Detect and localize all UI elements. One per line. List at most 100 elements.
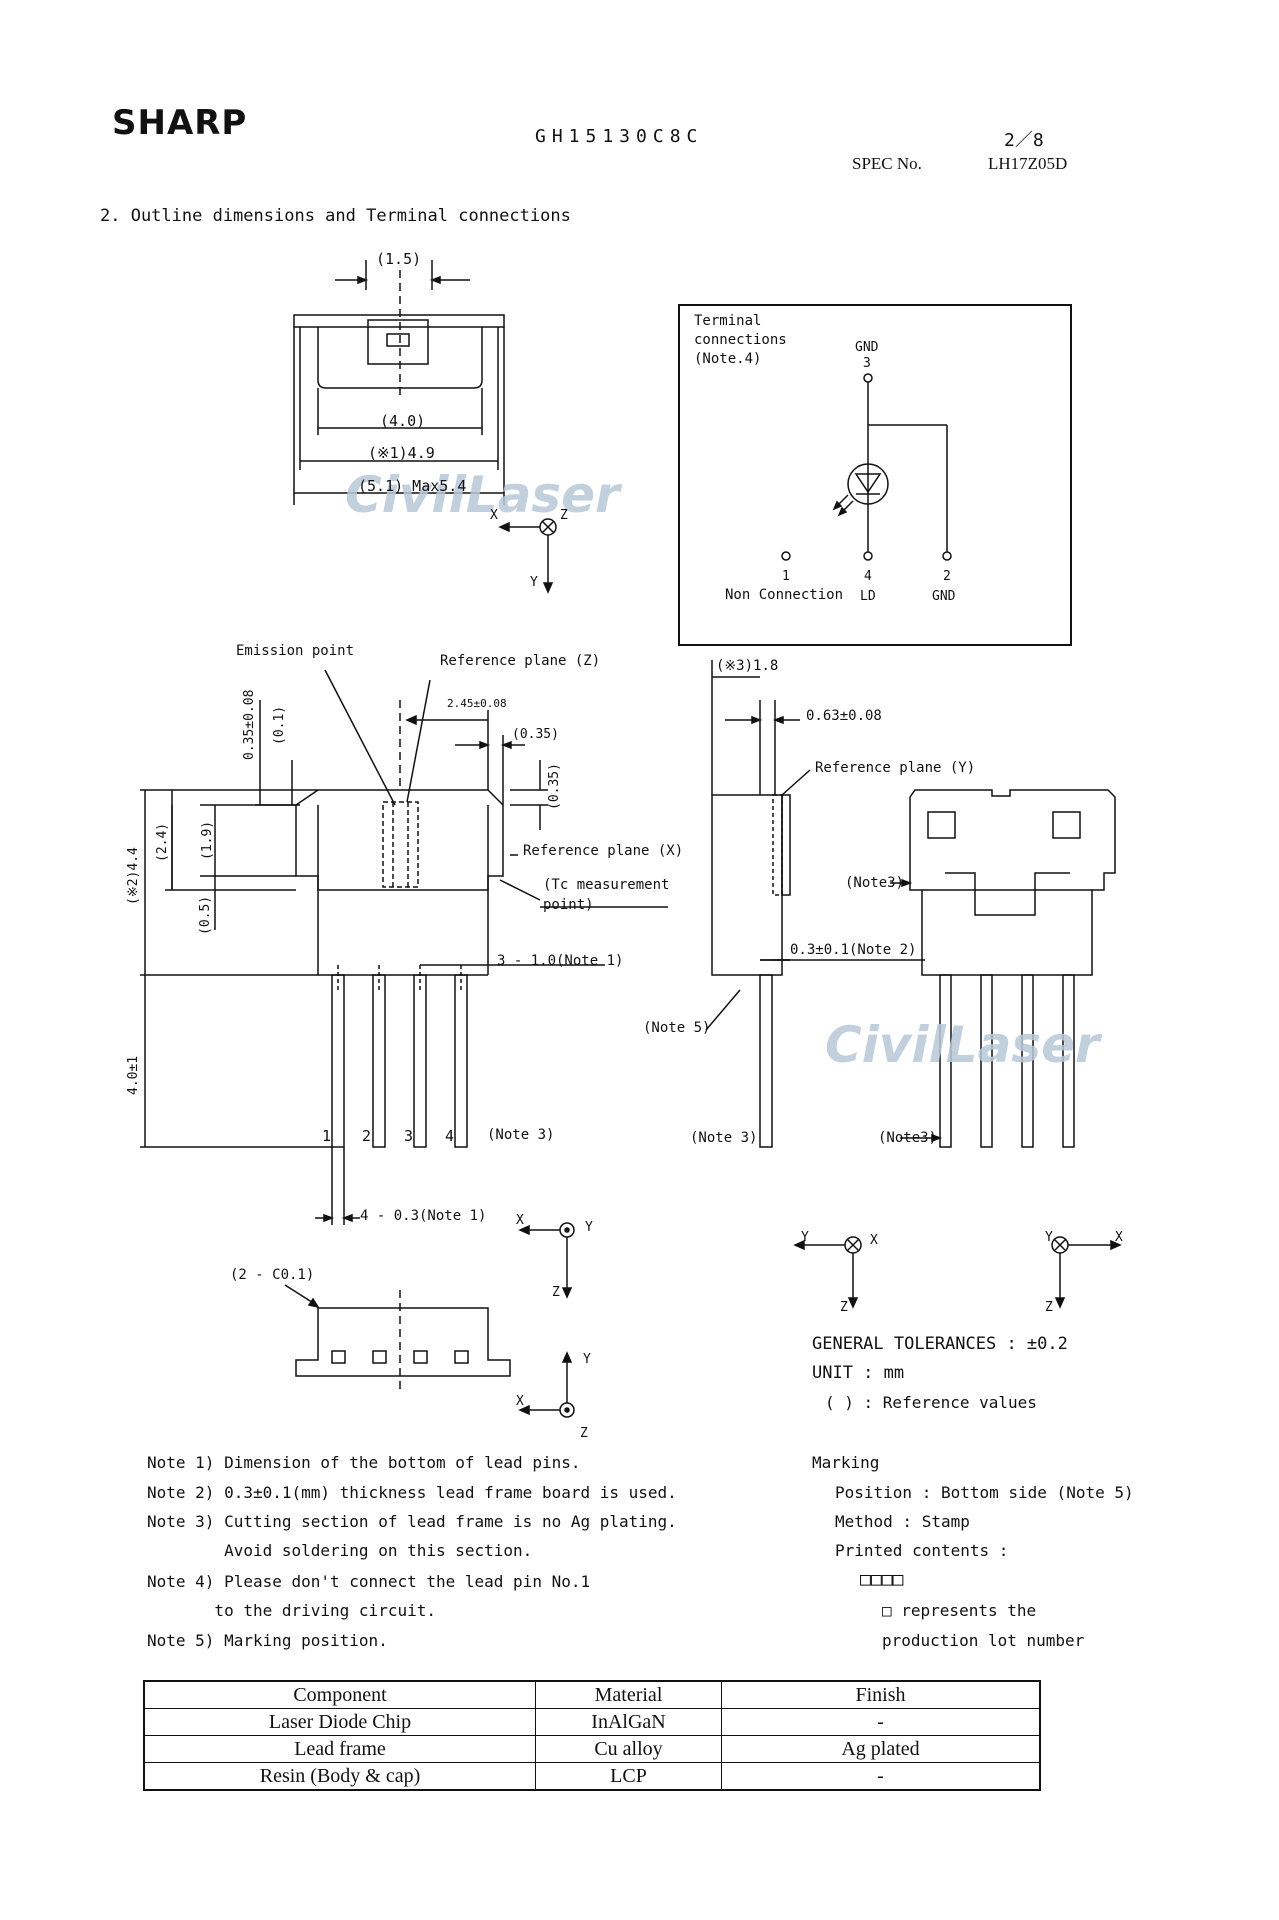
- reference-legend: ( ) : Reference values: [825, 1393, 1037, 1412]
- axis-label: X: [870, 1233, 878, 1248]
- callout: Reference plane (Y): [815, 760, 976, 776]
- callout: (Note3): [878, 1130, 938, 1146]
- axis-label: Y: [583, 1352, 591, 1367]
- section-title: 2. Outline dimensions and Terminal conne…: [100, 206, 571, 226]
- front-view: [140, 669, 668, 1299]
- note: Avoid soldering on this section.: [147, 1541, 533, 1560]
- pin-number: 3: [404, 1127, 414, 1145]
- dim-label: 0.3±0.1(Note 2): [790, 942, 917, 958]
- dim-label: 3 - 1.0(Note 1): [497, 953, 624, 969]
- table-cell: LCP: [535, 1762, 722, 1791]
- marking-legend: production lot number: [882, 1631, 1085, 1650]
- table-cell: Resin (Body & cap): [143, 1762, 536, 1791]
- table-row: Laser Diode Chip InAlGaN -: [143, 1708, 1041, 1736]
- marking-printed: Printed contents :: [835, 1541, 1009, 1560]
- axis-label: Z: [552, 1285, 560, 1300]
- table-cell: Lead frame: [143, 1735, 536, 1763]
- axis-label: Y: [585, 1220, 593, 1235]
- axis-label: Z: [560, 508, 568, 523]
- callout: Emission point: [236, 643, 355, 659]
- callout: Reference plane (X): [523, 843, 684, 859]
- dim-label: 4.0±1: [126, 1055, 141, 1095]
- table-cell: InAlGaN: [535, 1708, 722, 1736]
- pin-label: GND: [855, 340, 879, 355]
- table-cell: Laser Diode Chip: [143, 1708, 536, 1736]
- note: Note 1) Dimension of the bottom of lead …: [147, 1453, 581, 1472]
- spec-number: LH17Z05D: [988, 154, 1068, 173]
- dim-label: (0.5): [198, 895, 213, 935]
- dim-label: 4 - 0.3(Note 1): [360, 1208, 487, 1224]
- table-cell: Ag plated: [721, 1735, 1041, 1763]
- marking-title: Marking: [812, 1453, 880, 1472]
- axis-label: Y: [1045, 1230, 1053, 1245]
- dim-label: (※1)4.9: [368, 444, 435, 462]
- watermark: CivilLaser: [825, 1016, 1100, 1074]
- pin-label: LD: [860, 589, 876, 604]
- pin-label: 2: [943, 569, 951, 584]
- callout: (Tc measurement: [543, 877, 670, 893]
- dim-label: (※3)1.8: [716, 658, 779, 674]
- callout: (Note 3): [690, 1130, 758, 1146]
- terminal-title: Terminal: [694, 313, 762, 329]
- general-tolerance: GENERAL TOLERANCES : ±0.2: [812, 1334, 1068, 1354]
- pin-label: 4: [864, 569, 872, 584]
- note: Note 2) 0.3±0.1(mm) thickness lead frame…: [147, 1483, 677, 1502]
- back-view: [890, 789, 1116, 1148]
- callout: Reference plane (Z): [440, 653, 601, 669]
- marking-position: Position : Bottom side (Note 5): [835, 1483, 1134, 1502]
- callout: (2 - C0.1): [230, 1267, 315, 1283]
- dim-label: 0.35±0.08: [242, 689, 257, 760]
- table-header-row: Component Material Finish: [143, 1680, 1041, 1709]
- axis-label: Z: [840, 1300, 848, 1315]
- pin-number: 4: [445, 1127, 455, 1145]
- dim-label: (4.0): [380, 412, 426, 430]
- dim-label: 0.63±0.08: [806, 708, 882, 724]
- terminal-title: (Note.4): [694, 351, 762, 367]
- column-header: Finish: [721, 1680, 1041, 1709]
- spec-label: SPEC No.: [852, 154, 922, 173]
- brand-logo: SHARP: [112, 103, 248, 143]
- pin-label: 1: [782, 569, 790, 584]
- dim-label: (0.1): [272, 705, 287, 745]
- dim-label: (※2)4.4: [126, 847, 141, 905]
- materials-table: Component Material Finish Laser Diode Ch…: [143, 1680, 1041, 1791]
- pin-number: 1: [322, 1127, 332, 1145]
- table-row: Resin (Body & cap) LCP -: [143, 1762, 1041, 1791]
- model-number: GH15130C8C: [535, 126, 704, 147]
- pin-label: Non Connection: [725, 587, 844, 603]
- axis-label: Y: [801, 1230, 809, 1245]
- page-number: 2／8: [1004, 130, 1044, 151]
- right-axes: [793, 1236, 1122, 1309]
- axis-label: Y: [530, 575, 538, 590]
- column-header: Component: [143, 1680, 536, 1709]
- table-cell: -: [721, 1708, 1041, 1736]
- axis-label: X: [1115, 1230, 1123, 1245]
- column-header: Material: [535, 1680, 722, 1709]
- axis-label: X: [490, 508, 498, 523]
- axis-label: Z: [580, 1426, 588, 1441]
- callout: (Note 5): [643, 1020, 711, 1036]
- note: Note 4) Please don't connect the lead pi…: [147, 1572, 591, 1591]
- table-row: Lead frame Cu alloy Ag plated: [143, 1735, 1041, 1763]
- dim-label: (0.35): [547, 763, 562, 810]
- marking-legend: □ represents the: [882, 1601, 1037, 1620]
- note: to the driving circuit.: [147, 1601, 436, 1620]
- dim-label: (1.9): [200, 820, 215, 860]
- dim-label: (5.1) Max5.4: [358, 477, 467, 495]
- pin-number: 2: [362, 1127, 372, 1145]
- dim-label: (2.4): [155, 822, 170, 862]
- dim-label: (1.5): [376, 250, 422, 268]
- terminal-title: connections: [694, 332, 787, 348]
- dim-label: 2.45±0.08: [447, 697, 507, 710]
- marking-boxes: □□□□: [860, 1569, 904, 1590]
- note: Note 3) Cutting section of lead frame is…: [147, 1512, 677, 1531]
- watermark: CivilLaser: [345, 466, 620, 524]
- table-cell: Cu alloy: [535, 1735, 722, 1763]
- callout: point): [543, 897, 594, 913]
- bottom-view: [284, 1284, 575, 1418]
- dim-label: (0.35): [512, 727, 559, 742]
- marking-method: Method : Stamp: [835, 1512, 970, 1531]
- pin-label: GND: [932, 589, 956, 604]
- axis-label: X: [516, 1213, 524, 1228]
- note: Note 5) Marking position.: [147, 1631, 388, 1650]
